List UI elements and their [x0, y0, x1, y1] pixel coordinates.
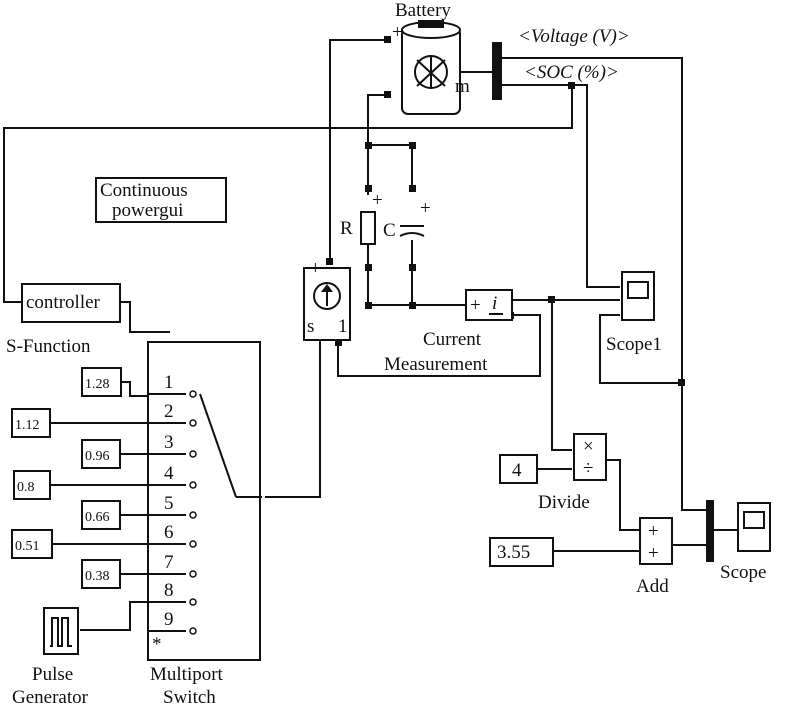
- resistor[interactable]: R +: [340, 190, 383, 245]
- switch-label-2: Switch: [163, 687, 216, 708]
- switch-star: *: [152, 634, 162, 655]
- divide-label: Divide: [538, 492, 590, 513]
- constant-value-1: 1.28: [85, 377, 110, 392]
- pulse-label-2: Generator: [12, 687, 89, 708]
- add-constant-value: 3.55: [497, 542, 530, 563]
- switch-port-label-4: 4: [164, 463, 174, 484]
- voltage-signal-label: <Voltage (V)>: [518, 26, 630, 47]
- cm-i: i: [492, 293, 497, 314]
- scope-label: Scope: [720, 562, 766, 583]
- capacitor-plus: +: [420, 198, 431, 219]
- current-measurement-block[interactable]: + i Current Measurement: [384, 289, 513, 375]
- source-neg-label: 1: [338, 316, 348, 337]
- powergui-line1: Continuous: [100, 180, 188, 201]
- divide-block[interactable]: × ÷ Divide: [538, 433, 607, 513]
- resistor-label: R: [340, 218, 353, 239]
- battery-plus: +: [392, 22, 403, 43]
- switch-label-1: Multiport: [150, 664, 224, 685]
- battery-label: Battery: [395, 0, 451, 21]
- cm-plus: +: [470, 295, 481, 316]
- switch-port-label-1: 1: [164, 372, 174, 393]
- scope1-block[interactable]: Scope1: [606, 271, 662, 355]
- add-block[interactable]: + + Add: [636, 517, 673, 597]
- resistor-plus: +: [372, 190, 383, 211]
- controlled-current-source[interactable]: + s 1: [303, 258, 351, 341]
- constant-block-6[interactable]: 0.51: [11, 529, 53, 559]
- constant-blocks: 1.28 1.12 0.96 0.8 0.66 0.51 0.38: [11, 367, 122, 589]
- switch-port-label-3: 3: [164, 432, 174, 453]
- divide-constant[interactable]: 4: [499, 454, 538, 484]
- add-plus-1: +: [648, 521, 659, 542]
- switch-port-label-6: 6: [164, 522, 174, 543]
- constant-block-2[interactable]: 1.12: [11, 408, 51, 438]
- switch-port-label-2: 2: [164, 401, 174, 422]
- switch-contact-5: [189, 511, 197, 519]
- bus-selector[interactable]: <Voltage (V)> <SOC (%)>: [492, 26, 630, 100]
- sfunction-label: S-Function: [6, 336, 91, 357]
- mux-bar: [706, 500, 714, 562]
- constant-block-1[interactable]: 1.28: [81, 367, 122, 397]
- powergui-line2: powergui: [112, 200, 183, 221]
- battery-block[interactable]: Battery m +: [392, 0, 470, 115]
- switch-ports: 1 2 3 4 5 6 7 8 9: [148, 372, 197, 635]
- scope1-label: Scope1: [606, 334, 662, 355]
- constant-value-6: 0.51: [15, 539, 40, 554]
- switch-contact-1: [189, 390, 197, 398]
- divide-times: ×: [583, 436, 594, 457]
- soc-signal-label: <SOC (%)>: [524, 62, 619, 83]
- switch-contact-2: [189, 419, 197, 427]
- add-plus-2: +: [648, 543, 659, 564]
- source-plus: +: [310, 258, 321, 279]
- constant-block-7[interactable]: 0.38: [81, 559, 121, 589]
- constant-block-3[interactable]: 0.96: [81, 439, 121, 469]
- multiport-switch[interactable]: Multiport Switch *: [147, 341, 262, 708]
- switch-contact-6: [189, 540, 197, 548]
- source-s-label: s: [307, 316, 314, 337]
- pulse-generator-block[interactable]: Pulse Generator: [12, 607, 89, 708]
- switch-contact-7: [189, 570, 197, 578]
- constant-value-3: 0.96: [85, 449, 110, 464]
- cm-label-1: Current: [423, 329, 482, 350]
- switch-port-label-8: 8: [164, 580, 174, 601]
- constant-value-4: 0.8: [17, 480, 35, 495]
- switch-port-label-9: 9: [164, 609, 174, 630]
- switch-port-label-7: 7: [164, 552, 174, 573]
- port-markers: [326, 36, 685, 386]
- constant-block-4[interactable]: 0.8: [13, 470, 51, 500]
- battery-port-m: m: [455, 76, 470, 97]
- divide-div: ÷: [583, 458, 593, 479]
- capacitor-label: C: [383, 220, 396, 241]
- switch-port-label-5: 5: [164, 493, 174, 514]
- switch-contact-4: [189, 481, 197, 489]
- scope-block[interactable]: Scope: [720, 502, 771, 583]
- switch-contact-8: [189, 598, 197, 606]
- constant-value-7: 0.38: [85, 569, 110, 584]
- add-label: Add: [636, 576, 669, 597]
- constant-block-5[interactable]: 0.66: [81, 500, 121, 530]
- controller-label: controller: [26, 292, 101, 313]
- pulse-label-1: Pulse: [32, 664, 73, 685]
- switch-contact-3: [189, 450, 197, 458]
- divide-constant-value: 4: [512, 460, 522, 481]
- capacitor[interactable]: C +: [383, 198, 431, 241]
- cm-label-2: Measurement: [384, 354, 488, 375]
- controller-block[interactable]: controller S-Function: [6, 283, 121, 357]
- switch-contact-9: [189, 627, 197, 635]
- constant-value-2: 1.12: [15, 418, 40, 433]
- add-constant[interactable]: 3.55: [489, 537, 554, 567]
- powergui-block[interactable]: Continuous powergui: [95, 177, 227, 223]
- constant-value-5: 0.66: [85, 510, 110, 525]
